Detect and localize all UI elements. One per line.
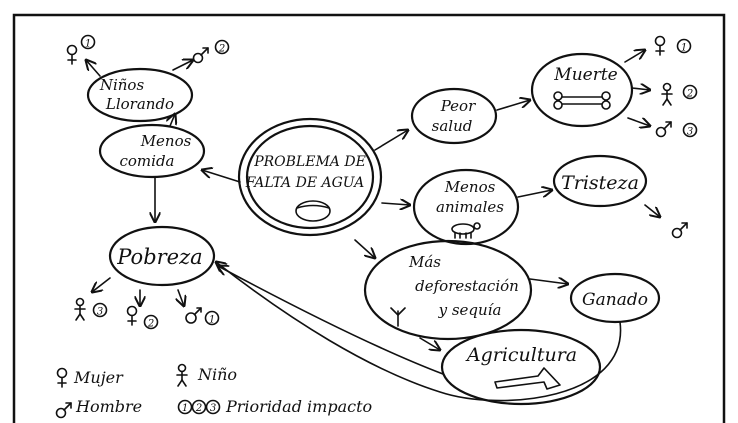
legend: Mujer Niño Hombre 1 2 3 Prioridad impact… <box>55 363 372 419</box>
legend-priority-1: 1 <box>182 403 188 414</box>
legend-prioridad: 1 2 3 Prioridad impacto <box>177 397 372 416</box>
legend-hombre: Hombre <box>55 397 142 419</box>
node-peor-salud-line1: Peor <box>440 97 476 115</box>
node-deforestacion: Más deforestación y sequía <box>363 239 533 341</box>
node-ganado-label: Ganado <box>582 290 648 310</box>
legend-nino-label: Niño <box>197 365 237 384</box>
water-bowl-icon <box>295 200 331 222</box>
node-peor-salud: Peor salud <box>410 87 498 145</box>
impact-tristeza-male <box>671 222 688 239</box>
legend-prioridad-label: Prioridad impacto <box>225 397 372 416</box>
node-muerte-label: Muerte <box>553 65 617 85</box>
node-agricultura-label: Agricultura <box>465 344 577 366</box>
impact-muerte-male-3: 3 <box>655 121 698 138</box>
priority-3-label: 3 <box>687 127 693 138</box>
priority-2-label: 2 <box>147 319 154 330</box>
node-deforestacion-line1: Más <box>408 253 441 271</box>
legend-mujer-label: Mujer <box>73 368 124 387</box>
priority-1-label: 1 <box>681 43 687 54</box>
impact-ninos-male-2: 2 <box>192 39 230 64</box>
node-menos-comida-line1: Menos <box>140 132 192 150</box>
node-problema-falta-agua: PROBLEMA DE FALTA DE AGUA <box>237 117 383 237</box>
legend-priority-2: 2 <box>195 403 202 414</box>
impact-muerte-female-1: 1 <box>654 35 692 56</box>
node-problema-line1: PROBLEMA DE <box>253 154 366 170</box>
impact-pobreza-male-1: 1 <box>185 307 220 326</box>
node-menos-animales-line2: animales <box>436 198 504 216</box>
priority-2-label: 2 <box>686 89 693 100</box>
impact-ninos-female-1: 1 <box>66 34 96 65</box>
impact-muerte-child-2: 2 <box>661 82 698 106</box>
node-deforestacion-line3: y sequía <box>438 301 502 319</box>
node-tristeza-label: Tristeza <box>561 172 639 194</box>
tree-stump-icon <box>390 307 406 327</box>
node-menos-animales: Menos animales <box>412 168 520 246</box>
legend-nino: Niño <box>176 363 237 387</box>
legend-priority-3: 3 <box>210 403 216 414</box>
node-pobreza-label: Pobreza <box>116 245 202 269</box>
plow-icon <box>494 367 561 390</box>
node-ninos-line2: Llorando <box>105 95 174 113</box>
priority-2-label: 2 <box>218 44 225 55</box>
legend-mujer: Mujer <box>56 367 124 388</box>
connectors <box>86 50 660 402</box>
node-pobreza: Pobreza <box>108 225 216 287</box>
node-ganado: Ganado <box>569 272 661 324</box>
node-tristeza: Tristeza <box>552 154 648 208</box>
node-deforestacion-line2: deforestación <box>415 277 519 295</box>
legend-hombre-label: Hombre <box>75 397 142 416</box>
bone-icon <box>553 91 611 110</box>
node-peor-salud-line2: salud <box>432 117 473 135</box>
node-menos-animales-line1: Menos <box>444 178 496 196</box>
priority-1-label: 1 <box>85 39 91 50</box>
node-agricultura: Agricultura <box>440 328 602 406</box>
impact-pobreza-female-2: 2 <box>126 305 159 330</box>
cow-icon <box>451 222 481 239</box>
impact-pobreza-child-3: 3 <box>74 297 108 321</box>
node-problema-line2: FALTA DE AGUA <box>245 175 365 191</box>
node-menos-comida-line2: comida <box>120 152 175 170</box>
node-muerte: Muerte <box>530 52 634 128</box>
priority-3-label: 3 <box>97 307 103 318</box>
priority-1-label: 1 <box>209 315 215 326</box>
node-ninos-line1: Niños <box>99 76 145 94</box>
node-menos-comida: Menos comida <box>98 123 206 179</box>
page-border <box>12 13 726 423</box>
node-ninos-llorando: Niños Llorando <box>86 67 194 123</box>
